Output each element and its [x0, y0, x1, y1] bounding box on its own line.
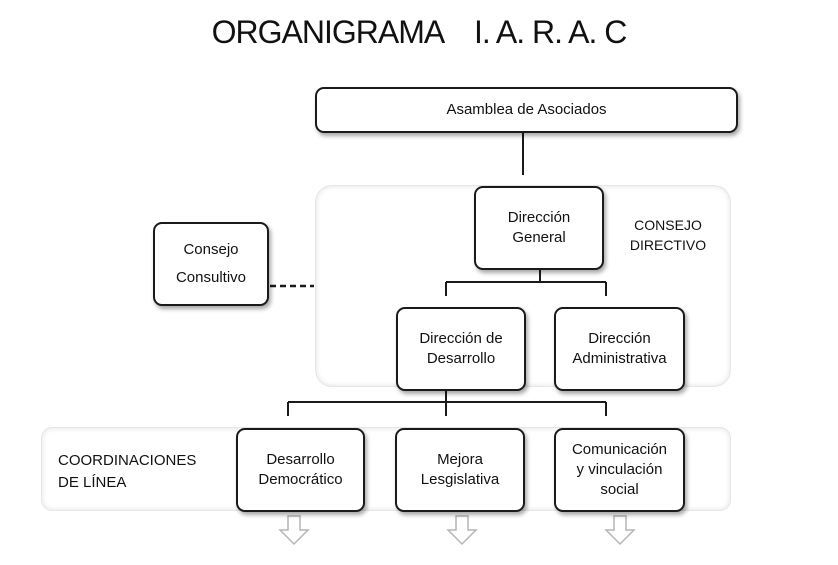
- title-org: I. A. R. A. C: [473, 14, 627, 50]
- mejora-legislativa-box: Mejora Lesgislativa: [395, 428, 525, 512]
- comunicacion-label: Comunicación y vinculación social: [571, 441, 668, 498]
- coordinaciones-label: COORDINACIONES DE LÍNEA: [58, 452, 197, 491]
- direccion-desarrollo-box: Dirección de Desarrollo: [396, 307, 526, 391]
- title-main: ORGANIGRAMA: [211, 14, 444, 50]
- direccion-desarrollo-label: Dirección de Desarrollo: [419, 330, 503, 367]
- direccion-administrativa-label: Dirección Administrativa: [572, 330, 667, 367]
- arrow-down-icon: [604, 515, 636, 546]
- asamblea-box: Asamblea de Asociados: [315, 87, 738, 133]
- direccion-administrativa-box: Dirección Administrativa: [554, 307, 685, 391]
- desarrollo-democratico-label: Desarrollo Democrático: [258, 451, 343, 488]
- page-title: ORGANIGRAMA I. A. R. A. C: [0, 14, 838, 51]
- consejo-directivo-label: CONSEJO DIRECTIVO: [629, 217, 707, 253]
- comunicacion-box: Comunicación y vinculación social: [554, 428, 685, 512]
- mejora-legislativa-label: Mejora Lesgislativa: [420, 451, 500, 488]
- desarrollo-democratico-box: Desarrollo Democrático: [236, 428, 365, 512]
- direccion-general-label: Dirección General: [507, 209, 571, 246]
- consejo-consultivo-box: Consejo Consultivo: [153, 222, 269, 306]
- arrow-down-icon: [278, 515, 310, 546]
- direccion-general-box: Dirección General: [474, 186, 604, 270]
- arrow-down-icon: [446, 515, 478, 546]
- consejo-consultivo-label: Consejo Consultivo: [175, 241, 247, 286]
- asamblea-label: Asamblea de Asociados: [446, 101, 607, 118]
